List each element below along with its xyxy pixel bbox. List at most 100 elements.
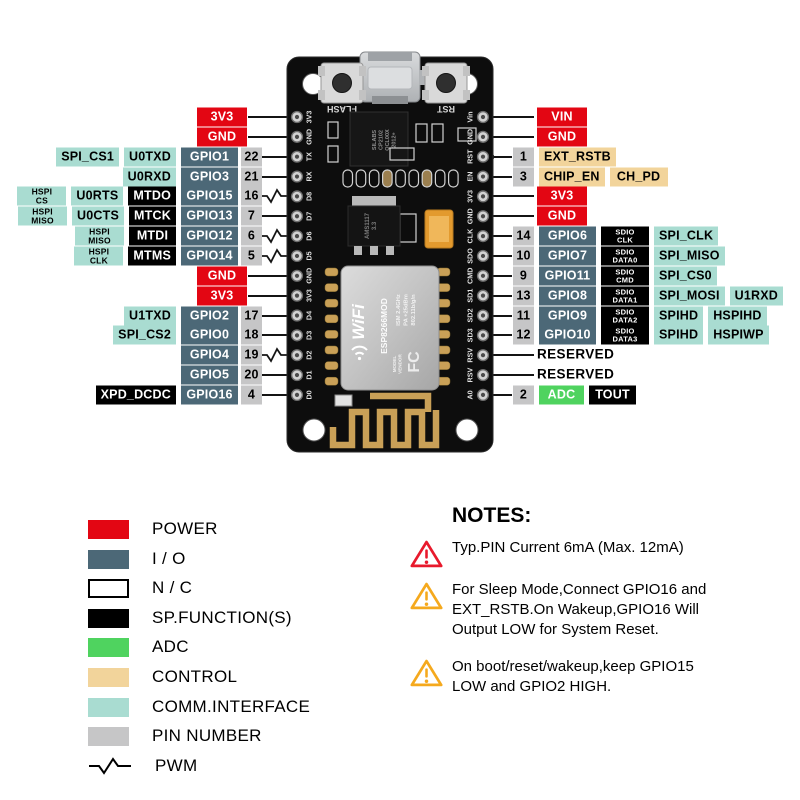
pin-box-adc: ADC	[539, 385, 584, 405]
pin-box-19: 19	[241, 345, 262, 365]
pin-box-20: 20	[241, 365, 262, 385]
pin-box-xpd-dcdc: XPD_DCDC	[95, 385, 176, 405]
pin-box-mtdi: MTDI	[129, 226, 176, 246]
pin-box-3: 3	[513, 167, 534, 187]
pin-box-sdio-data3: SDIO DATA3	[601, 325, 649, 345]
legend-label: N / C	[152, 578, 193, 597]
pin-box-gpio5: GPIO5	[181, 365, 238, 385]
silk-label-3v3-9: 3V3	[305, 289, 314, 302]
pin-box-2: 2	[513, 385, 534, 405]
silk-label-3v3-0: 3V3	[305, 111, 314, 124]
pin-box-gnd: GND	[197, 266, 247, 286]
legend-label: SP.FUNCTION(S)	[152, 608, 292, 627]
ams1117-regulator: AMS11173.3	[347, 196, 401, 255]
pin-box-ext-rstb: EXT_RSTB	[539, 147, 616, 167]
legend-label: POWER	[152, 519, 218, 538]
pin-box-3v3: 3V3	[197, 107, 247, 127]
pin-box-gpio4: GPIO4	[181, 345, 238, 365]
silk-label-sd3-11: SD3	[466, 328, 475, 342]
legend-swatch-green	[88, 637, 129, 657]
silk-label-a0-14: A0	[466, 390, 475, 399]
pin-row-left-1: GND	[197, 127, 247, 147]
rst-button-label: RST	[436, 104, 455, 114]
pin-box-gpio14: GPIO14	[181, 246, 238, 266]
pin-box-gpio9: GPIO9	[539, 306, 596, 326]
pin-box-gpio3: GPIO3	[181, 167, 238, 187]
legend-label: CONTROL	[152, 667, 238, 686]
pin-box-18: 18	[241, 325, 262, 345]
pin-box-spi-cs1: SPI_CS1	[56, 147, 120, 167]
pin-box-gnd: GND	[537, 206, 587, 226]
note-text: For Sleep Mode,Connect GPIO16 and EXT_RS…	[452, 581, 707, 638]
legend-label: PWM	[155, 756, 198, 775]
legend-item-adc: ADC	[88, 637, 189, 657]
legend-swatch-io	[88, 549, 129, 569]
silk-label-d5-7: D5	[305, 251, 314, 260]
silk-label-tx-2: TX	[305, 152, 314, 161]
legend-swatch-gray	[88, 726, 129, 746]
pin-box-gpio2: GPIO2	[181, 306, 238, 326]
silk-label-cmd-8: CMD	[466, 268, 475, 284]
pin-box-chip-en: CHIP_EN	[539, 167, 605, 187]
pin-box-gpio16: GPIO16	[181, 385, 238, 405]
legend-item-n-c: N / C	[88, 578, 192, 598]
rf-shield	[340, 265, 440, 391]
silk-label-rst-2: RST	[466, 149, 475, 164]
notes-title: NOTES:	[452, 504, 532, 527]
pin-box-spihd: SPIHD	[654, 325, 704, 345]
note-item-2: For Sleep Mode,Connect GPIO16 and EXT_RS…	[410, 580, 712, 640]
silk-label-sd1-9: SD1	[466, 289, 475, 303]
note-item-3: On boot/reset/wakeup,keep GPIO15 LOW and…	[410, 657, 712, 697]
fcc-logo: FC	[406, 351, 423, 373]
silk-label-d2-12: D2	[305, 351, 314, 360]
legend-swatch-red	[88, 519, 129, 539]
regulator-marking: AMS11173.3	[365, 212, 378, 239]
pin-box-gpio12: GPIO12	[181, 226, 238, 246]
silk-label-gnd-1: GND	[466, 129, 475, 145]
pin-box-sdio-cmd: SDIO CMD	[601, 266, 649, 286]
pin-box-gnd: GND	[197, 127, 247, 147]
module-model: ESP8266MOD	[379, 298, 389, 354]
pin-box-spi-mosi: SPI_MOSI	[654, 286, 725, 306]
pin-box-4: 4	[241, 385, 262, 405]
pin-box-u0cts: U0CTS	[72, 206, 124, 226]
pin-row-right-12: RESERVED	[537, 346, 614, 365]
pin-box-16: 16	[241, 186, 262, 206]
pin-box-spi-cs2: SPI_CS2	[113, 325, 176, 345]
pin-box-u0rts: U0RTS	[71, 186, 124, 206]
pin-box-reserved: RESERVED	[537, 366, 615, 382]
silk-label-rsv-13: RSV	[466, 367, 475, 382]
pin-box-gpio1: GPIO1	[181, 147, 238, 167]
pin-row-right-0: VIN	[537, 107, 587, 127]
pin-box-u1txd: U1TXD	[124, 306, 176, 326]
silk-label-gnd-8: GND	[305, 268, 314, 284]
fuse-component	[424, 209, 454, 249]
silk-label-d1-13: D1	[305, 370, 314, 379]
note-text: Typ.PIN Current 6mA (Max. 12mA)	[452, 539, 684, 556]
silk-label-d0-14: D0	[305, 390, 314, 399]
silk-label-d4-10: D4	[305, 311, 314, 320]
flash-button-label: FLASH	[327, 104, 357, 114]
pin-box-ch-pd: CH_PD	[609, 167, 668, 187]
silk-label-sdo-7: SDO	[466, 248, 475, 264]
silk-label-gnd-1: GND	[305, 129, 314, 145]
pin-row-left-9: 3V3	[197, 286, 247, 306]
pin-row-right-1: GND	[537, 127, 587, 147]
legend-item-power: POWER	[88, 519, 218, 539]
silk-label-rsv-12: RSV	[466, 348, 475, 363]
pcb-antenna	[329, 392, 440, 449]
warning-icon-red	[410, 540, 443, 568]
pin-box-10: 10	[513, 246, 534, 266]
silk-label-sd2-10: SD2	[466, 309, 475, 323]
silk-label-gnd-5: GND	[466, 208, 475, 224]
note-item-1: Typ.PIN Current 6mA (Max. 12mA)	[410, 538, 712, 569]
